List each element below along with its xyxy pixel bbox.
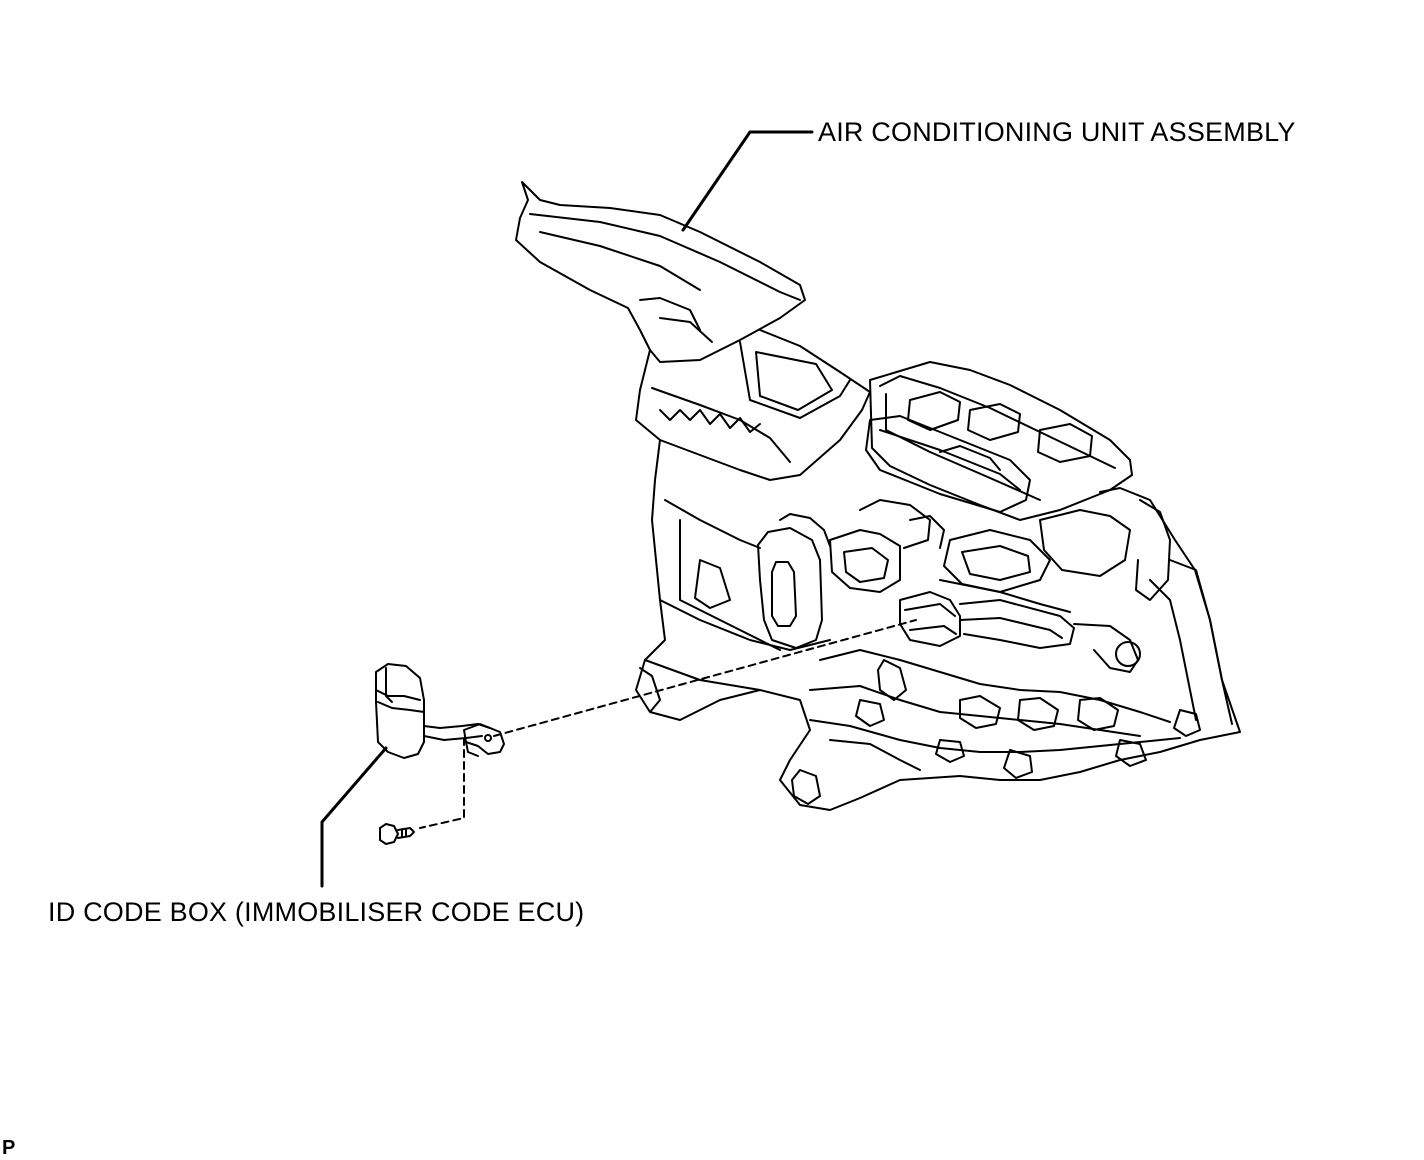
- bolt-drawing: [379, 823, 415, 845]
- corner-mark: P: [2, 1137, 16, 1159]
- id-code-box-leader-line: [320, 746, 388, 888]
- air-conditioning-unit-label: AIR CONDITIONING UNIT ASSEMBLY: [818, 117, 1296, 147]
- exploded-view-dashed-lines: [419, 619, 917, 829]
- air-conditioning-unit-drawing: [515, 181, 1241, 811]
- id-code-box-drawing: [375, 663, 505, 759]
- ac-unit-leader-line: [681, 130, 814, 232]
- id-code-box-label: ID CODE BOX (IMMOBILISER CODE ECU): [48, 897, 585, 927]
